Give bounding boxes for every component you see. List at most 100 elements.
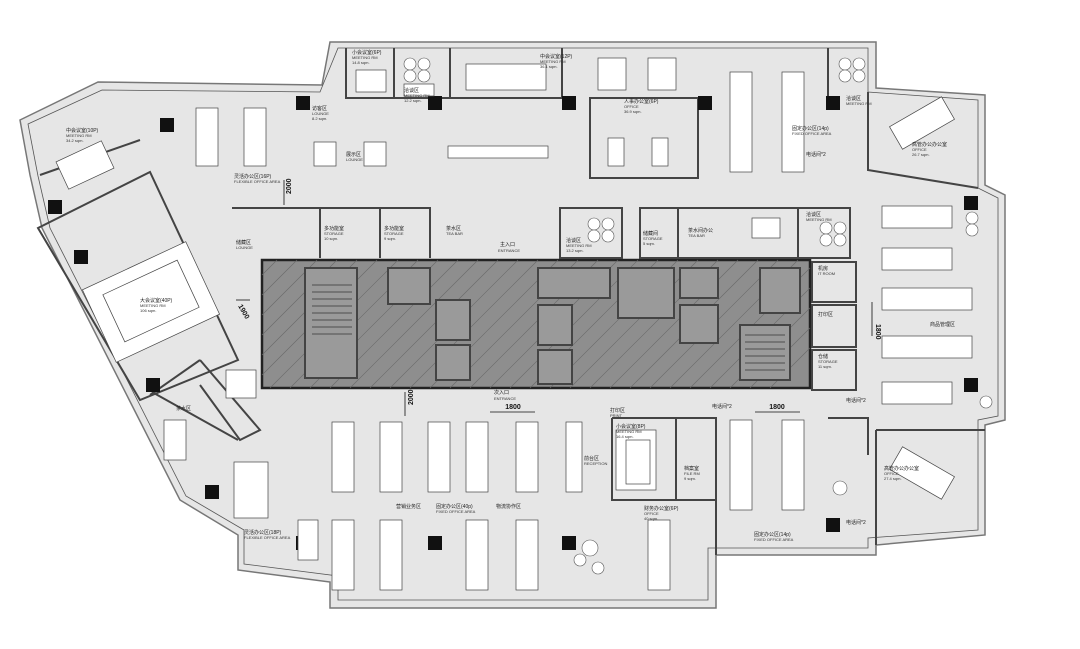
entrance-label-cn: 主入口 — [500, 241, 515, 248]
room-label-area: 10 sqm. — [324, 236, 338, 241]
room-label-cn: 储藏区 — [236, 239, 251, 246]
room-label-area: 9 sqm. — [384, 236, 396, 241]
room-label-cn: 大会议室(40P) — [140, 297, 173, 304]
room-label-cn: 洽谈区 — [404, 87, 419, 94]
room-label-cn: 多功能室 — [324, 225, 344, 232]
room-label-cn: 灵活办公区(16P) — [234, 173, 272, 180]
room-label-cn: 电话间*2 — [846, 397, 866, 404]
room-label-cn: 访客区 — [312, 105, 327, 112]
room-label-cn: 电话间*2 — [806, 151, 826, 158]
dimension-1800-east: 1800 — [874, 324, 881, 340]
room-label-en: OFFICE — [912, 147, 927, 152]
room-label-cn: 洽谈区 — [806, 211, 821, 218]
room-label-cn: 高管办公办公室 — [884, 465, 919, 472]
room-label-en: LOUNGE — [346, 157, 363, 162]
room-label-cn: 中会议室(12P) — [540, 53, 573, 60]
room-label-en: FIXED OFFICE AREA — [792, 131, 832, 136]
room-label-en: MEETING RM — [806, 217, 832, 222]
room-label-en: MEETING RM — [846, 101, 872, 106]
room-label-en: STORAGE — [384, 231, 404, 236]
room-label-cn: 小会议室(6P) — [352, 49, 382, 56]
dimension-1800-left: 1800 — [505, 404, 521, 411]
room-label-en: FIXED OFFICE AREA — [754, 537, 794, 542]
room-label-en: STORAGE — [818, 359, 838, 364]
room-label-cn: 打印区 — [610, 407, 625, 414]
room-label-en: STORAGE — [324, 231, 344, 236]
room-label-area: 36.9 sqm. — [624, 109, 642, 114]
room-label-en: MEETING RM — [566, 243, 592, 248]
room-label-en: OFFICE — [624, 104, 639, 109]
room-label-en: FILE RM — [684, 471, 700, 476]
room-label-cn: 人事办公室(6P) — [624, 98, 659, 105]
room-label-en: MEETING RM — [140, 303, 166, 308]
room-label-area: 26.7 sqm. — [912, 152, 930, 157]
room-label-area: 16.4 sqm. — [616, 434, 634, 439]
room-label-cn: 多功能室 — [384, 225, 404, 232]
room-label-cn: 小会议室(8P) — [616, 423, 646, 430]
room-label-cn: 营销业务区 — [396, 503, 421, 510]
room-label-en: LOUNGE — [312, 111, 329, 116]
room-label-cn: 打印区 — [818, 311, 833, 318]
room-label-cn: 展示区 — [346, 152, 361, 158]
room-label-cn: 电话间*2 — [712, 403, 732, 410]
room-label-en: PRINT — [610, 413, 623, 418]
room-label-area: 8.2 sqm. — [312, 116, 327, 121]
room-label-area: 27.4 sqm. — [884, 476, 902, 481]
room-label-area: 11 sqm. — [818, 364, 832, 369]
room-label-cn: 中会议室(10P) — [66, 127, 99, 134]
room-label-en: MEETING RM — [616, 429, 642, 434]
room-label-area: 34.2 sqm. — [66, 138, 84, 143]
room-label-area: 36.1 sqm. — [540, 64, 558, 69]
room-label-area: 12.2 sqm. — [404, 98, 422, 103]
room-label-cn: 固定办公区(14p) — [792, 125, 829, 132]
room-label-cn: 茶水间办公 — [688, 227, 713, 234]
room-label-en: OFFICE — [884, 471, 899, 476]
room-labels: 小会议室(6P) MEETING RM 14.8 sqm. 洽谈区 MEETIN… — [66, 49, 955, 542]
room-label-cn: 灵活办公区(18P) — [244, 529, 282, 536]
room-label-cn: 茶水区 — [176, 405, 191, 412]
columns — [48, 96, 978, 550]
room-label-en: FLEXIBLE OFFICE AREA — [234, 179, 281, 184]
dimension-2000-north: 2000 — [286, 178, 293, 194]
interior-walls — [149, 48, 985, 555]
room-label-cn: 高管办公办公室 — [912, 141, 947, 148]
entrance-label-en: ENTRANCE — [498, 248, 520, 253]
chairs — [403, 57, 993, 575]
room-label-cn: 仓储 — [818, 353, 828, 360]
core-partitions — [304, 267, 801, 385]
room-label-en: TEA BAR — [446, 231, 463, 236]
room-label-area: 106 sqm. — [140, 308, 156, 313]
entrance-south-en: ENTRANCE — [494, 396, 516, 401]
room-label-en: IT ROOM — [818, 271, 835, 276]
floor-inner-outline — [27, 47, 999, 601]
room-label-cn: 电话间*2 — [846, 519, 866, 526]
stair-east — [745, 334, 785, 371]
room-label-cn: 机房 — [818, 265, 828, 272]
room-label-cn: 洽谈区 — [846, 95, 861, 102]
entrance-south-cn: 次入口 — [494, 389, 509, 396]
desk-rows-east — [881, 96, 973, 500]
room-label-area: 14.8 sqm. — [352, 60, 370, 65]
room-label-area: 5 sqm. — [643, 241, 655, 246]
room-label-cn: 固定办公区(14p) — [754, 531, 791, 538]
room-label-cn: 洽谈区 — [566, 237, 581, 244]
room-label-en: LOUNGE — [236, 245, 253, 250]
room-label-cn: 商品管理区 — [930, 321, 955, 328]
room-label-cn: 储藏间 — [643, 230, 658, 237]
room-label-en: STORAGE — [643, 236, 663, 241]
room-label-en: MEETING RM — [404, 93, 430, 98]
room-label-en: FLEXIBLE OFFICE AREA — [244, 535, 291, 540]
room-label-en: MEETING RM — [66, 133, 92, 138]
room-label-en: MEETING RM — [540, 59, 566, 64]
room-label-area: 40 sqm. — [644, 516, 658, 521]
room-label-area: 9 sqm. — [684, 476, 696, 481]
stair-west — [312, 284, 352, 335]
room-label-cn: 固定办公区(40p) — [436, 503, 473, 510]
room-label-cn: 财务办公室(6P) — [644, 505, 679, 512]
desk-rows-north — [195, 57, 805, 173]
room-label-cn: 物流协作区 — [496, 503, 521, 510]
dimension-lines — [236, 180, 873, 416]
room-label-cn: 档案室 — [684, 465, 699, 472]
room-label-en: FIXED OFFICE AREA — [436, 509, 476, 514]
